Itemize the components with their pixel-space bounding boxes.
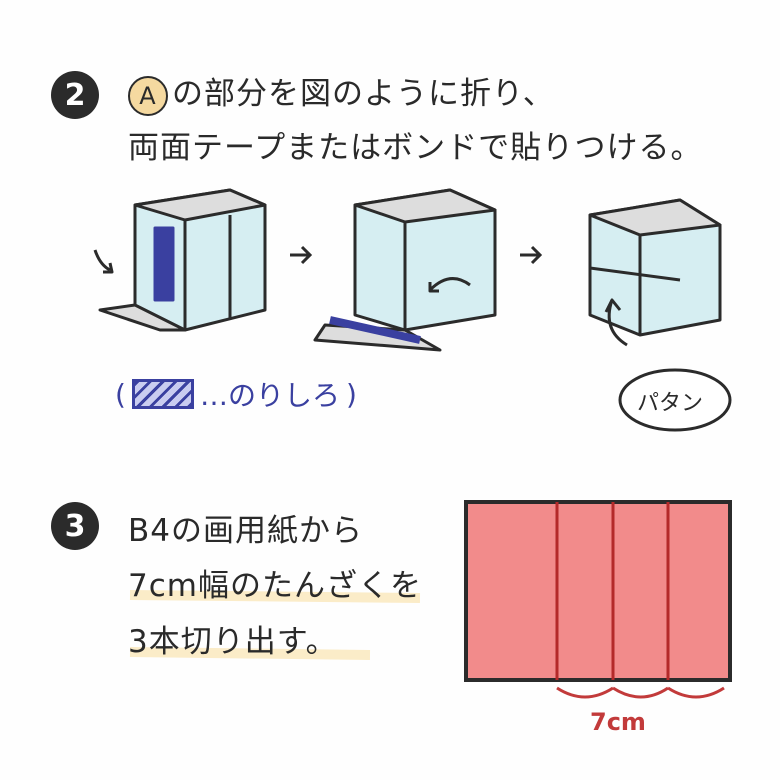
arrow-icon — [520, 245, 543, 265]
highlight-underline — [129, 590, 421, 660]
box-folding-figure — [313, 188, 497, 352]
legend-label: …のりしろ — [199, 379, 340, 412]
sound-effect-bubble: パタン — [637, 391, 704, 416]
part-a-badge: A — [128, 75, 168, 116]
legend-paren-close: ) — [345, 377, 357, 411]
dimension-label: 7cm — [590, 708, 646, 736]
glue-swatch — [131, 379, 194, 409]
step-3-line-2: 7cm幅のたんざくを — [128, 568, 422, 604]
legend-paren-open: ( — [115, 377, 126, 411]
step-3-line-3: 3本切り出す。 — [128, 624, 338, 660]
step-3-line-1: B4の画用紙から — [128, 513, 363, 549]
step-2-number: 2 — [51, 71, 99, 119]
step-3-number: 3 — [51, 502, 99, 550]
box-open-figure — [93, 188, 267, 332]
glue-legend: ( …のりしろ ) — [115, 374, 357, 414]
box-closed-figure — [588, 198, 732, 432]
arrow-icon — [290, 245, 313, 265]
step-2-line-2: 両面テープまたはボンドで貼りつける。 — [128, 130, 703, 166]
step-2-text-1: の部分を図のように折り、 — [172, 76, 555, 112]
paper-sheet-figure — [464, 500, 732, 699]
